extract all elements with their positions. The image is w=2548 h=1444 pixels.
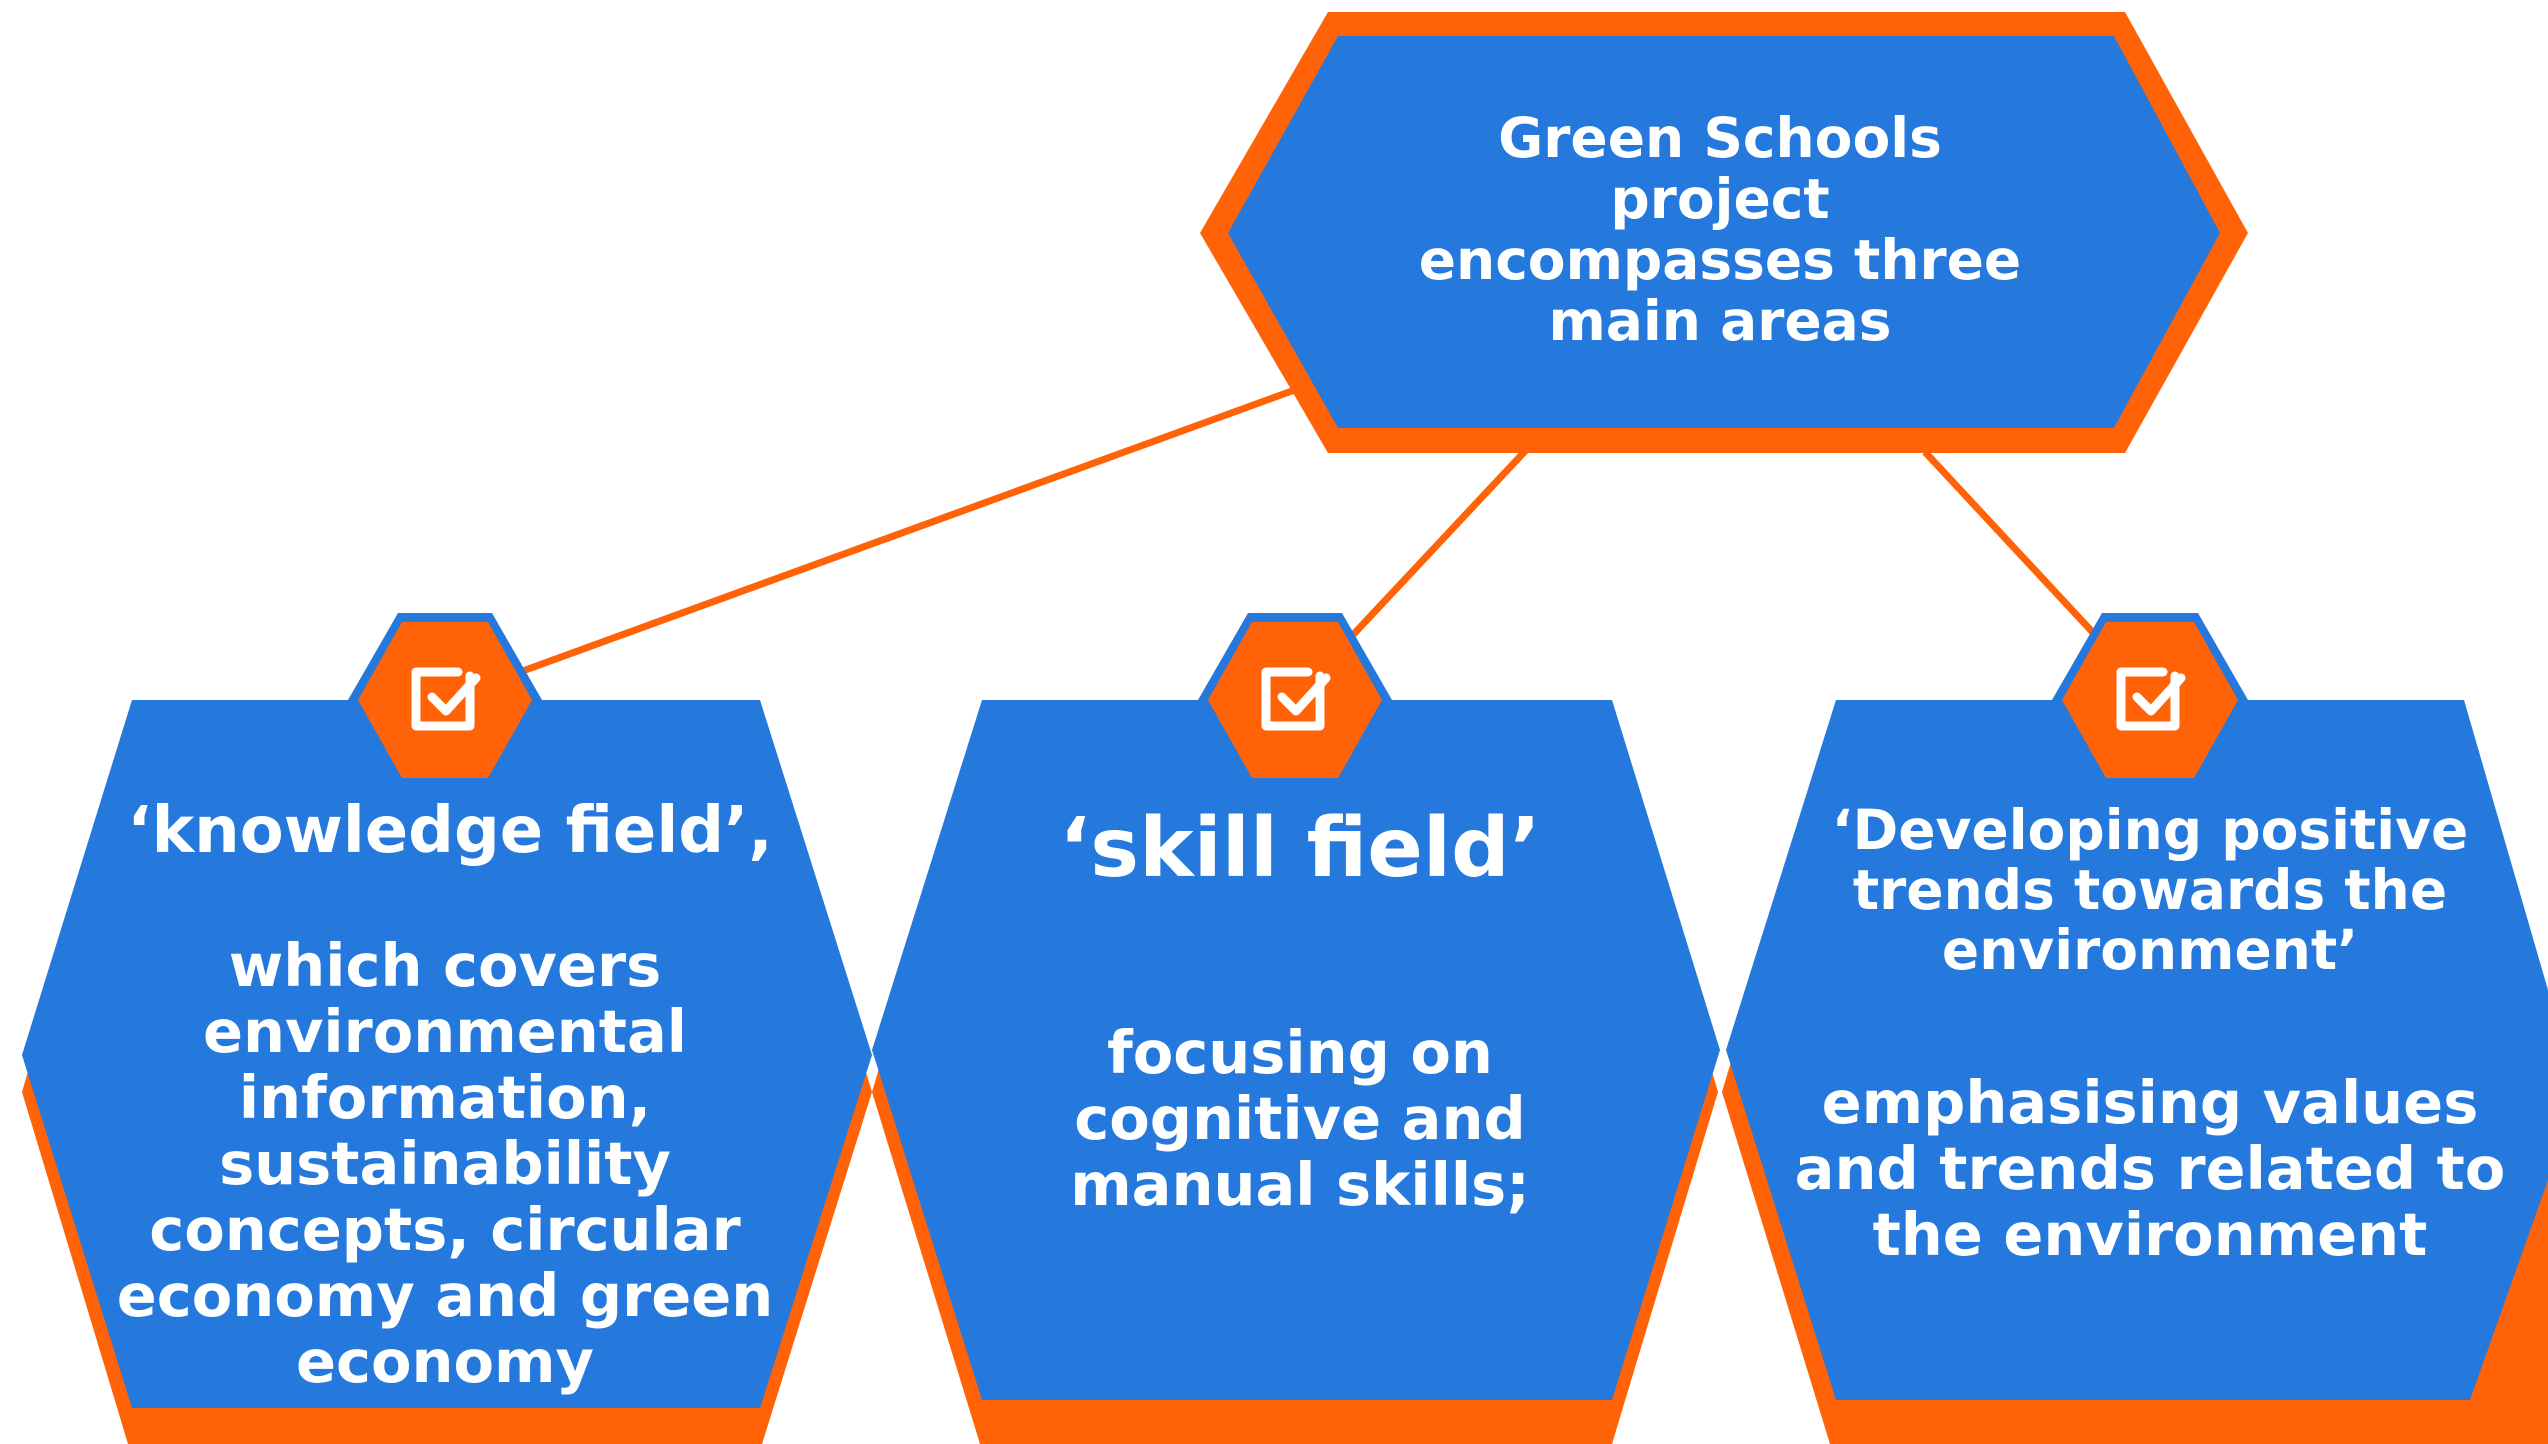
area-card-skill-badge (1198, 613, 1392, 787)
area-card-knowledge-fill (22, 700, 872, 1408)
area-card-skill (872, 613, 1720, 1444)
badge-fill (2062, 622, 2238, 778)
connector-root-to-knowledge (518, 384, 1302, 676)
area-card-trends-fill (1726, 700, 2548, 1400)
connector-root-to-trends (1922, 449, 2101, 641)
area-card-trends-body: emphasising values and trends related to… (1794, 1068, 2506, 1269)
root-node-text: Green Schools project encompasses three … (1418, 106, 2022, 353)
root-node-fill (1228, 36, 2220, 428)
area-card-skill-body: focusing on cognitive and manual skills; (1070, 1018, 1530, 1219)
connectors (518, 384, 2101, 676)
area-card-trends (1722, 613, 2548, 1444)
area-card-trends-badge (2052, 613, 2248, 787)
badge-fill (1208, 622, 1382, 778)
area-card-skill-fill (872, 700, 1720, 1400)
checkbox-icon (2116, 667, 2186, 731)
root-node (1200, 12, 2248, 453)
badge-fill (358, 622, 532, 778)
connector-root-to-skill (1347, 445, 1531, 641)
checkbox-icon (1261, 667, 1331, 731)
area-card-knowledge (22, 613, 872, 1444)
checkbox-icon (411, 667, 481, 731)
area-card-trends-title: ‘Developing positive trends towards the … (1831, 798, 2469, 982)
area-card-knowledge-body: which covers environmental information, … (116, 931, 774, 1396)
area-card-knowledge-badge (348, 613, 542, 787)
area-card-skill-title: ‘skill field’ (1059, 801, 1541, 896)
area-card-knowledge-title: ‘knowledge field’, (127, 794, 773, 868)
